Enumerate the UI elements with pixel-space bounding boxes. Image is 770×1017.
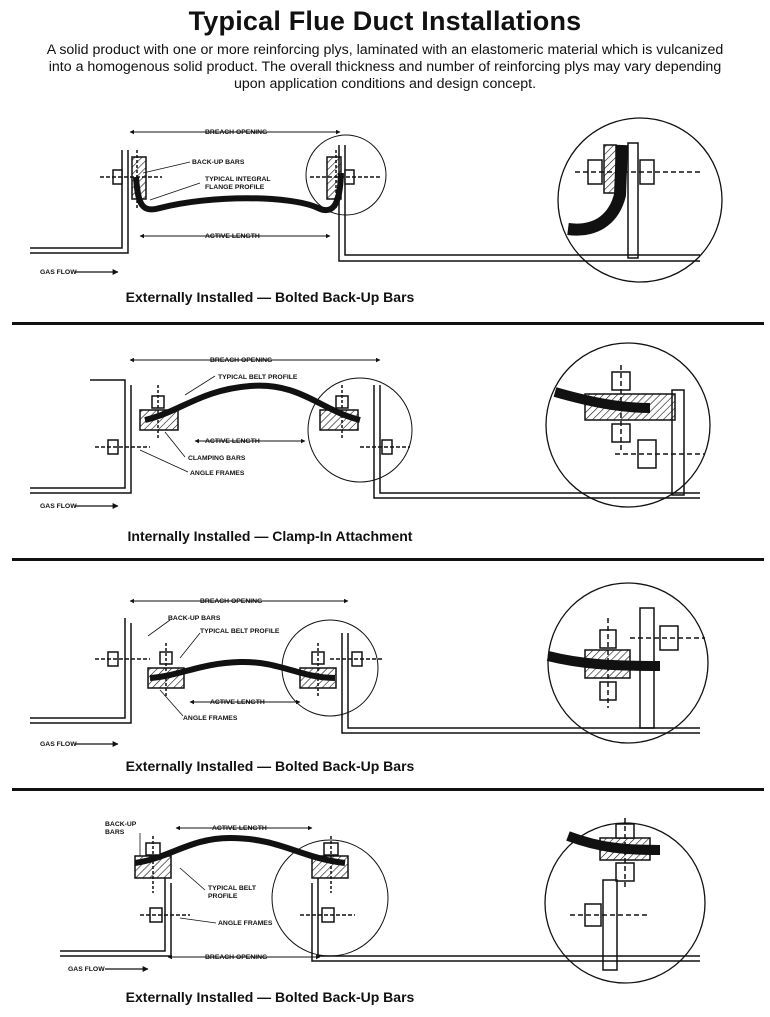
label-breach-opening: BREACH OPENING (200, 598, 262, 605)
label-back-up-bars: BACK-UP BARS (192, 159, 245, 166)
divider-3 (12, 788, 764, 791)
label-active-length: ACTIVE LENGTH (212, 825, 267, 832)
label-profile-line-1: TYPICAL INTEGRAL (205, 176, 271, 183)
label-back-up-bars: BACK-UP BARS (168, 615, 221, 622)
label-breach-opening: BREACH OPENING (210, 357, 272, 364)
label-gas-flow: GAS FLOW (68, 966, 105, 973)
label-breach-opening: BREACH OPENING (205, 954, 267, 961)
label-clamping-bars: CLAMPING BARS (188, 455, 246, 462)
label-angle-frames: ANGLE FRAMES (218, 920, 273, 927)
label-back-up-line-2: BARS (105, 829, 125, 836)
divider-2 (12, 558, 764, 561)
diagram-1-drawing: BREACH OPENING BACK-UP BARS TYPICAL INTE… (30, 117, 723, 283)
panel-2: BREACH OPENING TYPICAL BELT PROFILE ACTI… (0, 340, 770, 550)
intro-text: A solid product with one or more reinfor… (46, 42, 724, 92)
panel-3: BREACH OPENING BACK-UP BARS TYPICAL BELT… (0, 578, 770, 778)
label-gas-flow: GAS FLOW (40, 741, 77, 748)
caption-1: Externally Installed — Bolted Back-Up Ba… (125, 289, 415, 305)
label-back-up-line-1: BACK-UP (105, 821, 137, 828)
label-profile-line-2: FLANGE PROFILE (205, 184, 265, 191)
panel-1: BREACH OPENING BACK-UP BARS TYPICAL INTE… (0, 115, 770, 315)
diagram-3-drawing: BREACH OPENING BACK-UP BARS TYPICAL BELT… (30, 582, 709, 748)
label-active-length: ACTIVE LENGTH (205, 233, 260, 240)
label-profile-line-2: PROFILE (208, 893, 238, 900)
label-angle-frames: ANGLE FRAMES (190, 470, 245, 477)
label-gas-flow: GAS FLOW (40, 503, 77, 510)
label-breach-opening: BREACH OPENING (205, 129, 267, 136)
caption-4: Externally Installed — Bolted Back-Up Ba… (125, 989, 415, 1005)
diagram-2-drawing: BREACH OPENING TYPICAL BELT PROFILE ACTI… (30, 342, 711, 510)
divider-1 (12, 322, 764, 325)
label-active-length: ACTIVE LENGTH (205, 438, 260, 445)
caption-3: Externally Installed — Bolted Back-Up Ba… (125, 758, 415, 774)
label-gas-flow: GAS FLOW (40, 269, 77, 276)
label-typical-belt-profile: TYPICAL BELT PROFILE (218, 374, 298, 381)
panel-4: BACK-UP BARS ACTIVE LENGTH TYPICAL BELT … (0, 808, 770, 1017)
label-typical-belt-profile: TYPICAL BELT PROFILE (200, 628, 280, 635)
caption-2: Internally Installed — Clamp-In Attachme… (127, 528, 413, 544)
page-title: Typical Flue Duct Installations (188, 6, 582, 36)
label-profile-line-1: TYPICAL BELT (208, 885, 257, 892)
label-angle-frames: ANGLE FRAMES (183, 715, 238, 722)
diagram-4-drawing: BACK-UP BARS ACTIVE LENGTH TYPICAL BELT … (60, 818, 706, 984)
label-active-length: ACTIVE LENGTH (210, 699, 265, 706)
